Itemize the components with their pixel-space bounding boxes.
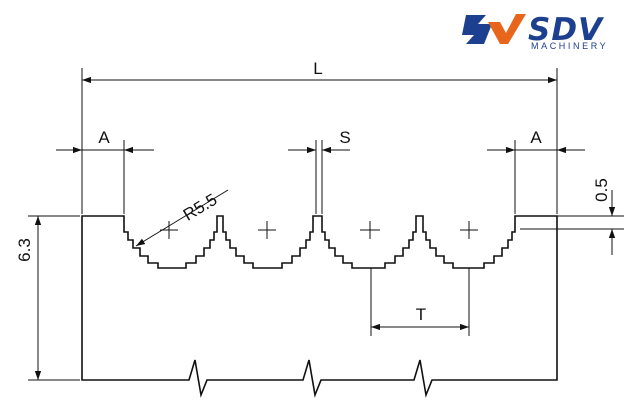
dim-label-height: 6.3 — [15, 238, 34, 262]
dim-label-step-depth: 0.5 — [592, 178, 611, 202]
dim-length — [81, 68, 558, 214]
dim-label-pitch: T — [416, 305, 426, 324]
logo-subtitle: MACHINERY — [531, 41, 608, 51]
dim-label-tooth-tip: S — [339, 128, 350, 147]
profile-outline — [81, 215, 558, 398]
dim-tooth-tip — [288, 140, 350, 214]
logo-wordmark: SDV — [528, 12, 605, 48]
dim-label-land-right: A — [530, 128, 542, 147]
dim-pitch — [370, 268, 470, 336]
dim-height — [28, 215, 80, 381]
center-cross-2 — [258, 221, 276, 239]
center-cross-4 — [460, 221, 478, 239]
center-marks — [160, 221, 478, 239]
blade-profile — [81, 215, 558, 398]
sdv-logo: SDV MACHINERY — [462, 12, 608, 51]
dim-label-land-left: A — [98, 128, 110, 147]
logo-emblem-icon — [462, 14, 526, 44]
dim-label-length: L — [313, 59, 322, 78]
dim-radius — [135, 189, 229, 247]
dim-land-left — [56, 140, 154, 214]
dim-label-radius: R5.5 — [180, 190, 221, 225]
center-cross-3 — [360, 221, 380, 239]
dim-step-depth — [520, 190, 624, 255]
dim-land-right — [487, 140, 585, 214]
